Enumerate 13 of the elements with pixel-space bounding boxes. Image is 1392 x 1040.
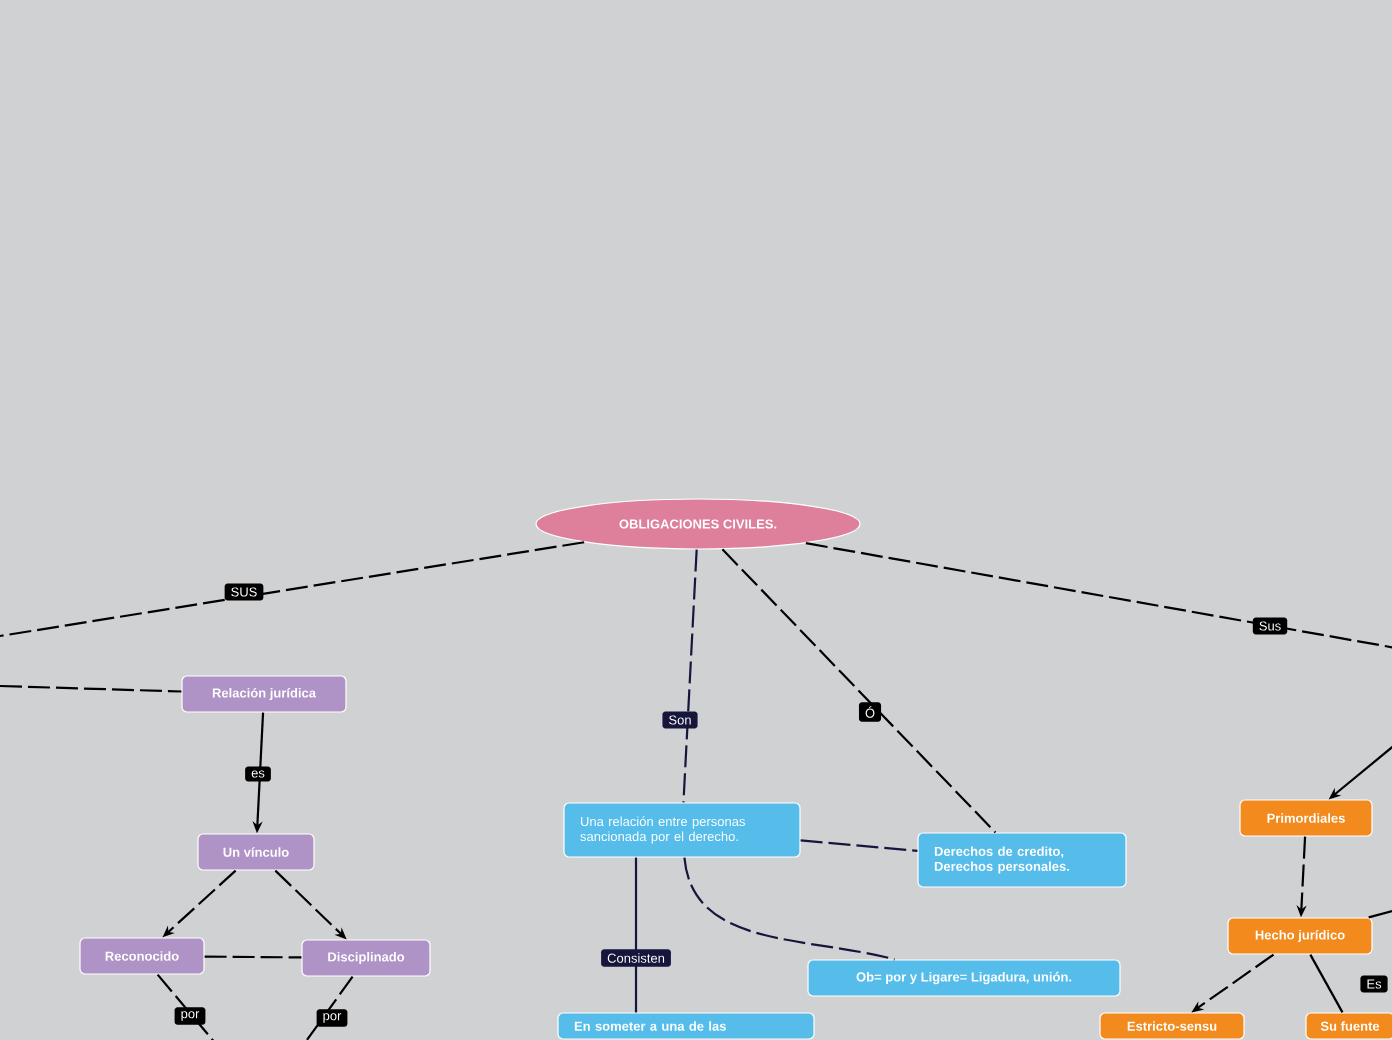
connector xyxy=(0,541,585,638)
connector xyxy=(303,975,354,1040)
connector xyxy=(0,684,182,693)
connector xyxy=(800,839,918,852)
connector xyxy=(805,542,1392,650)
connector xyxy=(156,973,217,1040)
connector xyxy=(1368,908,1392,919)
connector xyxy=(1309,954,1344,1013)
connector xyxy=(721,548,997,834)
connector xyxy=(682,549,698,803)
connector xyxy=(204,955,302,959)
connector xyxy=(634,857,638,1013)
connector xyxy=(683,857,895,961)
